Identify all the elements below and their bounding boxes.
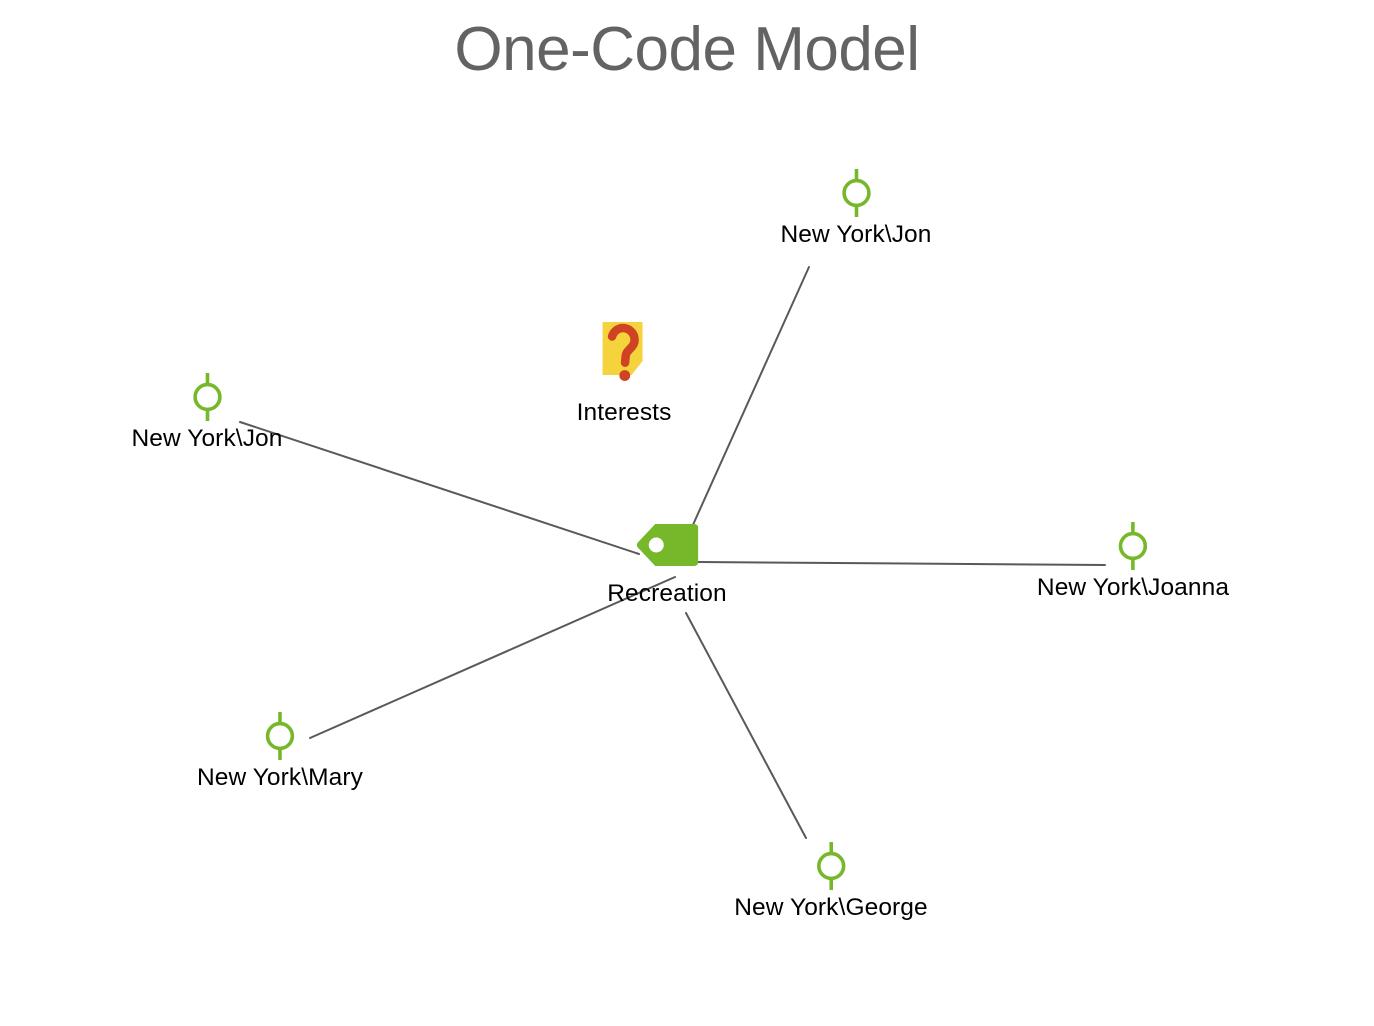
- user-node-icon: [258, 710, 302, 762]
- graph-node-mary[interactable]: New York\Mary: [197, 710, 363, 791]
- entity-label-recreation: Recreation: [607, 580, 727, 607]
- tag-icon: [636, 524, 698, 566]
- user-node-icon: [809, 840, 853, 892]
- question-tag-icon: [596, 315, 652, 387]
- edge-center-to-george: [685, 612, 807, 839]
- user-node-icon: [185, 371, 229, 423]
- entity-recreation[interactable]: Recreation: [607, 524, 727, 607]
- edge-center-to-jon-top: [691, 266, 810, 528]
- graph-node-label: New York\George: [734, 894, 928, 921]
- edge-center-to-jon-left: [239, 421, 640, 555]
- edge-center-to-joanna: [697, 561, 1106, 566]
- edge-center-to-mary: [309, 576, 676, 739]
- graph-node-label: New York\Jon: [780, 221, 932, 248]
- graph-node-george[interactable]: New York\George: [734, 840, 928, 921]
- graph-node-label: New York\Mary: [196, 764, 364, 791]
- graph-node-joanna[interactable]: New York\Joanna: [1037, 520, 1229, 601]
- graph-node-jon-left[interactable]: New York\Jon: [131, 371, 282, 452]
- graph-node-label: New York\Jon: [131, 425, 283, 452]
- graph-node-label: New York\Joanna: [1036, 574, 1230, 601]
- page-title: One-Code Model: [454, 15, 920, 84]
- graph-node-jon-top[interactable]: New York\Jon: [780, 167, 931, 248]
- entity-interests[interactable]: Interests: [577, 315, 672, 426]
- user-node-icon: [834, 167, 878, 219]
- entity-label-interests: Interests: [576, 399, 672, 426]
- user-node-icon: [1111, 520, 1155, 572]
